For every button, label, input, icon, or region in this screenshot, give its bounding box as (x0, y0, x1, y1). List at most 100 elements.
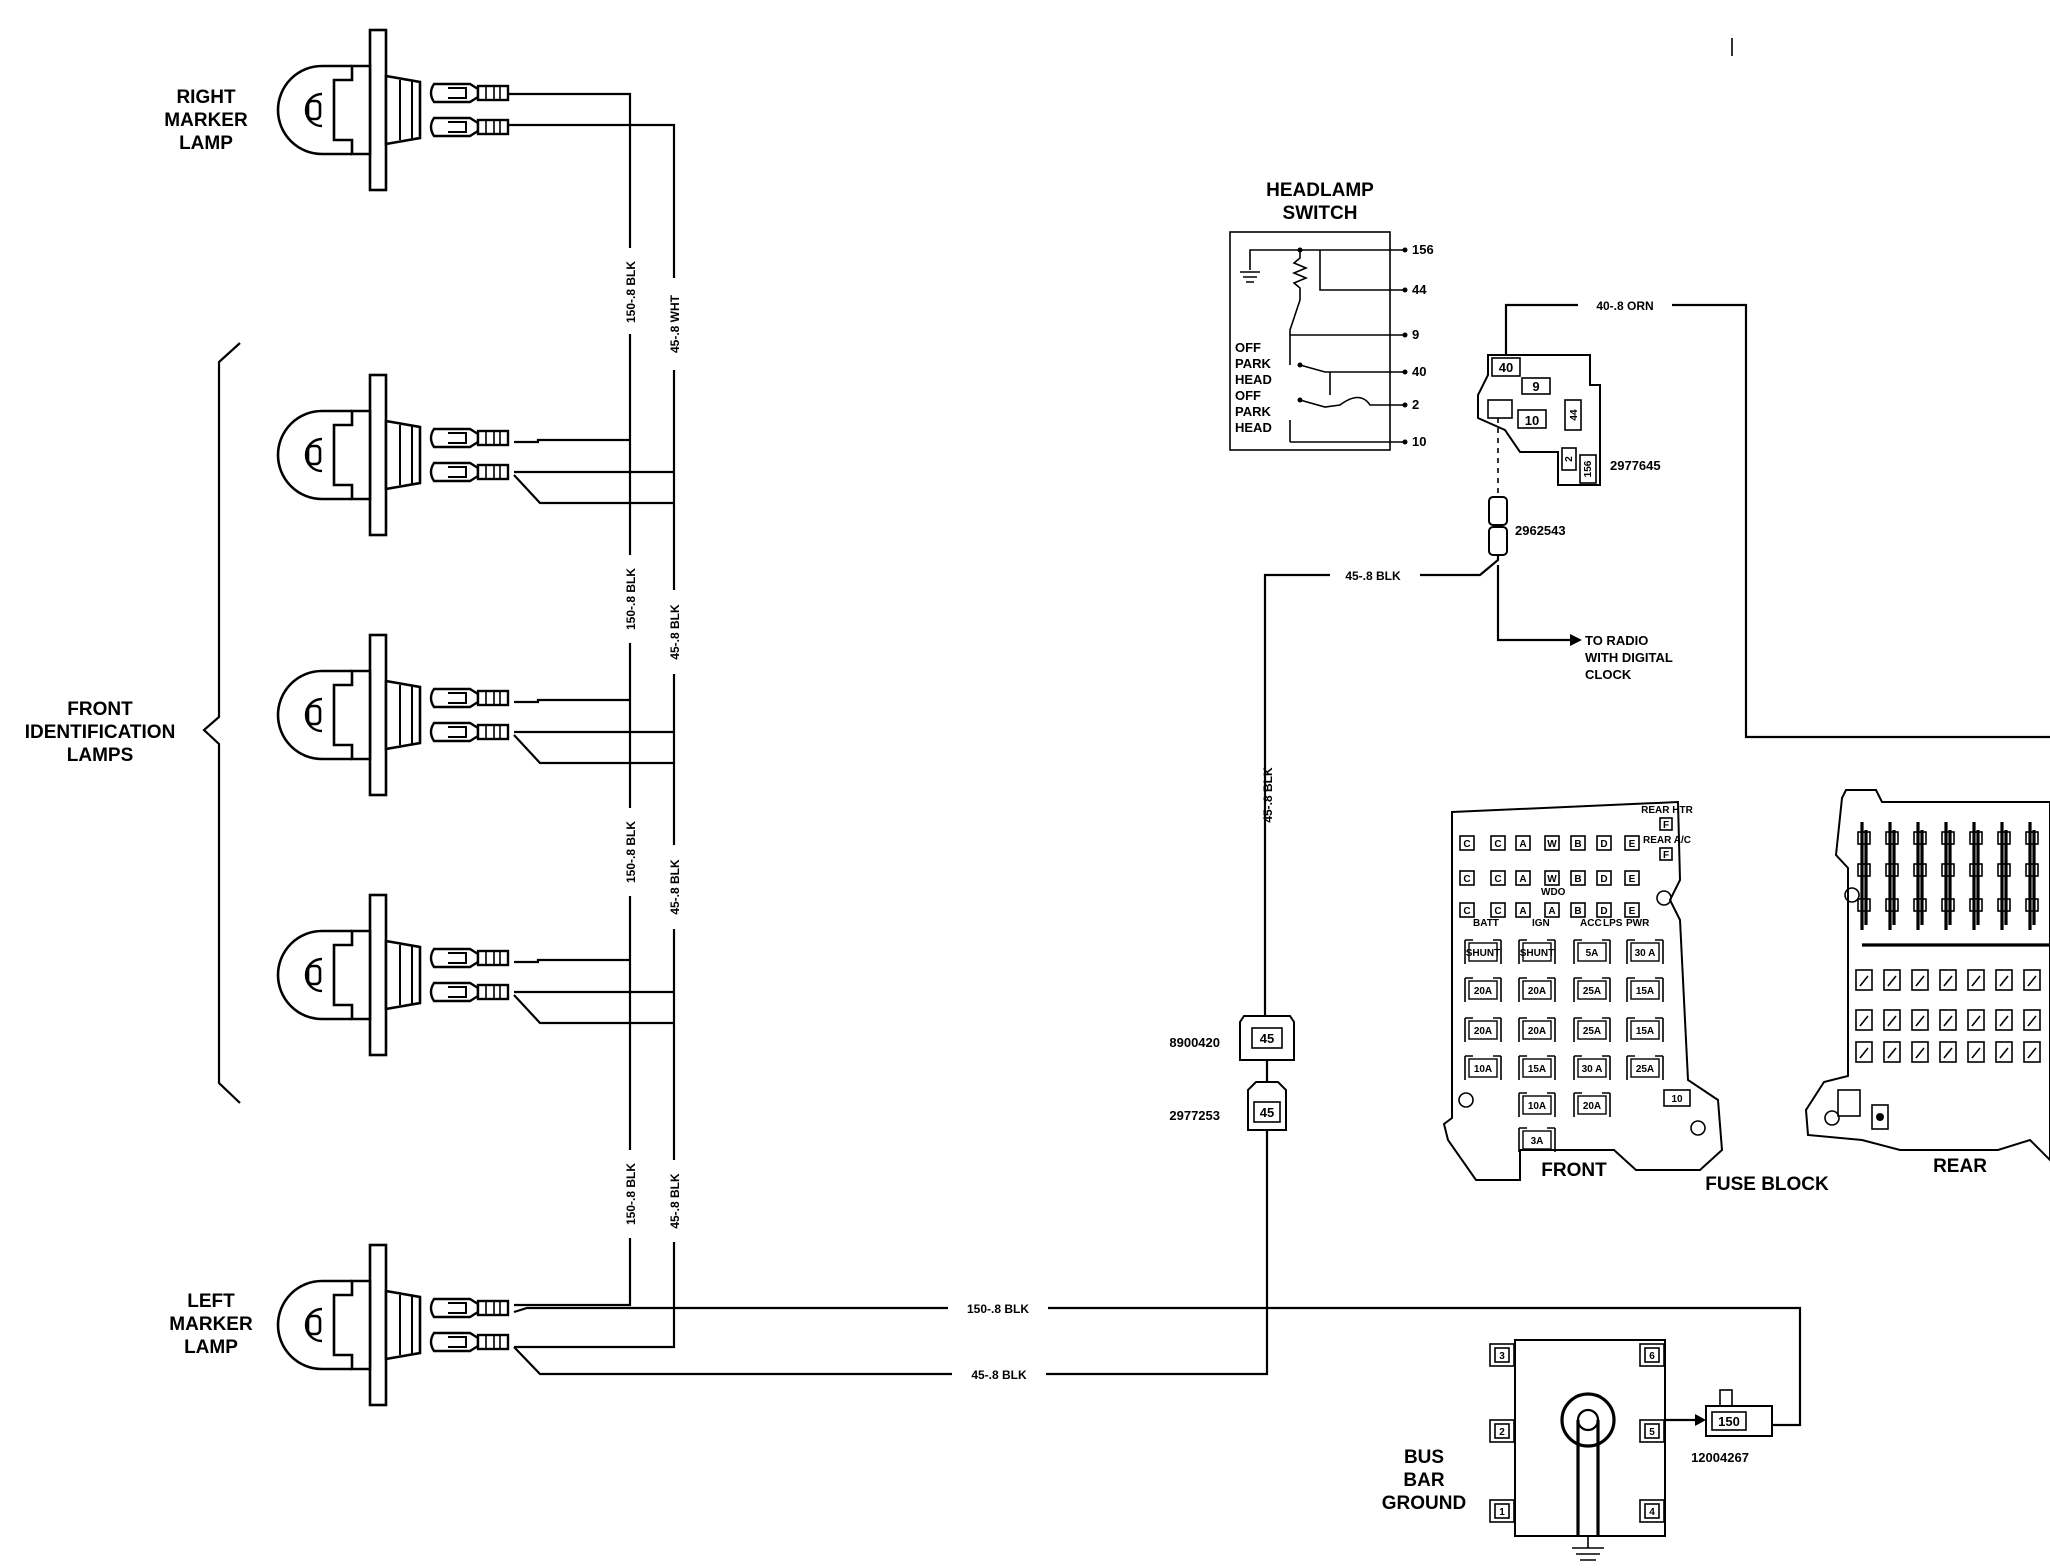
fuse-slot (1518, 1127, 1556, 1152)
svg-text:45-.8 BLK: 45-.8 BLK (1345, 569, 1401, 583)
fuse-slot (1626, 1017, 1664, 1042)
fuse-block-title: FUSE BLOCK (1705, 1174, 1829, 1195)
rear-terminal (1969, 863, 1983, 877)
fuse-letter: W (1547, 874, 1557, 885)
rear-fuse-slot (1967, 1041, 1985, 1063)
rear-terminal (1997, 898, 2011, 912)
fuse-body (1577, 1058, 1607, 1078)
rear-terminal (1941, 863, 1955, 877)
rear-fuse-slot (1855, 1009, 1873, 1031)
rear-fuse-slot (1911, 1041, 1929, 1063)
fuse-rating: 25A (1583, 986, 1601, 997)
svg-text:REAR: REAR (1933, 1156, 1987, 1177)
bus-terminal-label: 1 (1499, 1507, 1505, 1518)
fuse-letter: C (1463, 906, 1470, 917)
rear-fuse-slot (1967, 1009, 1985, 1031)
bus-terminal (1489, 1419, 1515, 1443)
bus-terminal-inner (1494, 1347, 1510, 1363)
front-identification-lamps-label: FRONT IDENTIFICATION LAMPS (25, 699, 176, 766)
svg-text:ACC: ACC (1580, 918, 1602, 929)
svg-text:45: 45 (1260, 1031, 1274, 1046)
fuse-body (1577, 1095, 1607, 1115)
rear-fuse-element (1915, 975, 1925, 987)
svg-text:WITH DIGITAL: WITH DIGITAL (1585, 650, 1673, 665)
fuse-letter-box (1459, 835, 1475, 851)
rear-fuse-element (1887, 975, 1897, 987)
svg-text:REAR HTR: REAR HTR (1641, 805, 1693, 816)
rear-fuse-element (1943, 1015, 1953, 1027)
rear-terminal (1997, 863, 2011, 877)
rear-fuse-element (2027, 1015, 2037, 1027)
rear-fuse-terminals (1855, 822, 2050, 1063)
bus-terminal (1639, 1343, 1665, 1367)
switch-terminal-label: 40 (1412, 364, 1426, 379)
rear-fuse-element (1999, 975, 2009, 987)
fuse-letter: C (1494, 874, 1501, 885)
connector-8900420: 45 8900420 (1169, 1015, 1295, 1061)
svg-text:HEADLAMP: HEADLAMP (1266, 180, 1374, 201)
fuse-rating: 20A (1474, 1026, 1492, 1037)
rear-fuse-element (1887, 1047, 1897, 1059)
fuse-letter: B (1574, 839, 1581, 850)
svg-text:150-.8 BLK: 150-.8 BLK (967, 1302, 1029, 1316)
fuse-slot (1573, 1092, 1611, 1117)
rear-fuse-slot (2023, 969, 2041, 991)
rear-fuse-slot (1883, 1041, 1901, 1063)
fuse-slot (1518, 1055, 1556, 1080)
svg-text:REAR A/C: REAR A/C (1643, 835, 1691, 846)
inline-connector-2962543: 2962543 45-.8 BLK TO RADIO WITH DIGITAL … (1263, 496, 1673, 1030)
svg-text:F: F (1663, 850, 1669, 861)
switch-terminal-dot (1402, 439, 1408, 445)
fuse-slot (1518, 1092, 1556, 1117)
fuse-rating: 20A (1528, 1026, 1546, 1037)
fuse-rating: 3A (1531, 1136, 1544, 1147)
svg-text:IGN: IGN (1532, 918, 1550, 929)
rear-fuse-slot (1855, 1041, 1873, 1063)
rear-terminal (1913, 831, 1927, 845)
fuse-letter: C (1494, 839, 1501, 850)
svg-text:OFF: OFF (1235, 388, 1261, 403)
svg-text:HEAD: HEAD (1235, 420, 1272, 435)
rear-fuse-element (1859, 975, 1869, 987)
rear-fuse-element (1999, 1047, 2009, 1059)
rear-terminal (2025, 863, 2039, 877)
fuse-letter: C (1463, 874, 1470, 885)
fuse-letter-box (1459, 902, 1475, 918)
svg-text:GROUND: GROUND (1382, 1493, 1466, 1514)
right-marker-lamp-label: RIGHT MARKER LAMP (164, 87, 248, 154)
fuse-body (1468, 1058, 1498, 1078)
svg-text:PARK: PARK (1235, 404, 1271, 419)
fuse-slot (1464, 977, 1502, 1002)
fuse-body (1522, 1020, 1552, 1040)
fuse-slot (1573, 939, 1611, 964)
fuse-letter: B (1574, 874, 1581, 885)
fuse-letter-box (1490, 902, 1506, 918)
fuse-letter-box (1544, 870, 1560, 886)
fuse-rating: 25A (1583, 1026, 1601, 1037)
bus-terminal (1489, 1499, 1515, 1523)
rear-fuse-slot (1883, 1009, 1901, 1031)
rear-fuse-element (1915, 1047, 1925, 1059)
fuse-letter: W (1547, 839, 1557, 850)
fuse-rating: 15A (1636, 986, 1654, 997)
rear-fuse-slot (2023, 1041, 2041, 1063)
fuse-block-rear: REAR (1804, 789, 2050, 1177)
fuse-letter-box (1515, 835, 1531, 851)
rear-fuse-element (1999, 1015, 2009, 1027)
fuse-letter-box (1490, 835, 1506, 851)
svg-text:RIGHT: RIGHT (176, 87, 236, 108)
fuse-letter-box (1459, 870, 1475, 886)
fuse-letter-box (1544, 835, 1560, 851)
svg-text:MARKER: MARKER (164, 110, 248, 131)
bus-connector-12004267: 150 12004267 (1665, 1389, 1773, 1465)
rear-terminal (1885, 898, 1899, 912)
bus-terminal (1489, 1343, 1515, 1367)
rear-fuse-slot (1939, 1041, 1957, 1063)
switch-terminal-label: 9 (1412, 327, 1419, 342)
svg-text:2977645: 2977645 (1610, 458, 1661, 473)
rear-fuse-slot (1855, 969, 1873, 991)
bus-terminal-label: 4 (1649, 1507, 1655, 1518)
